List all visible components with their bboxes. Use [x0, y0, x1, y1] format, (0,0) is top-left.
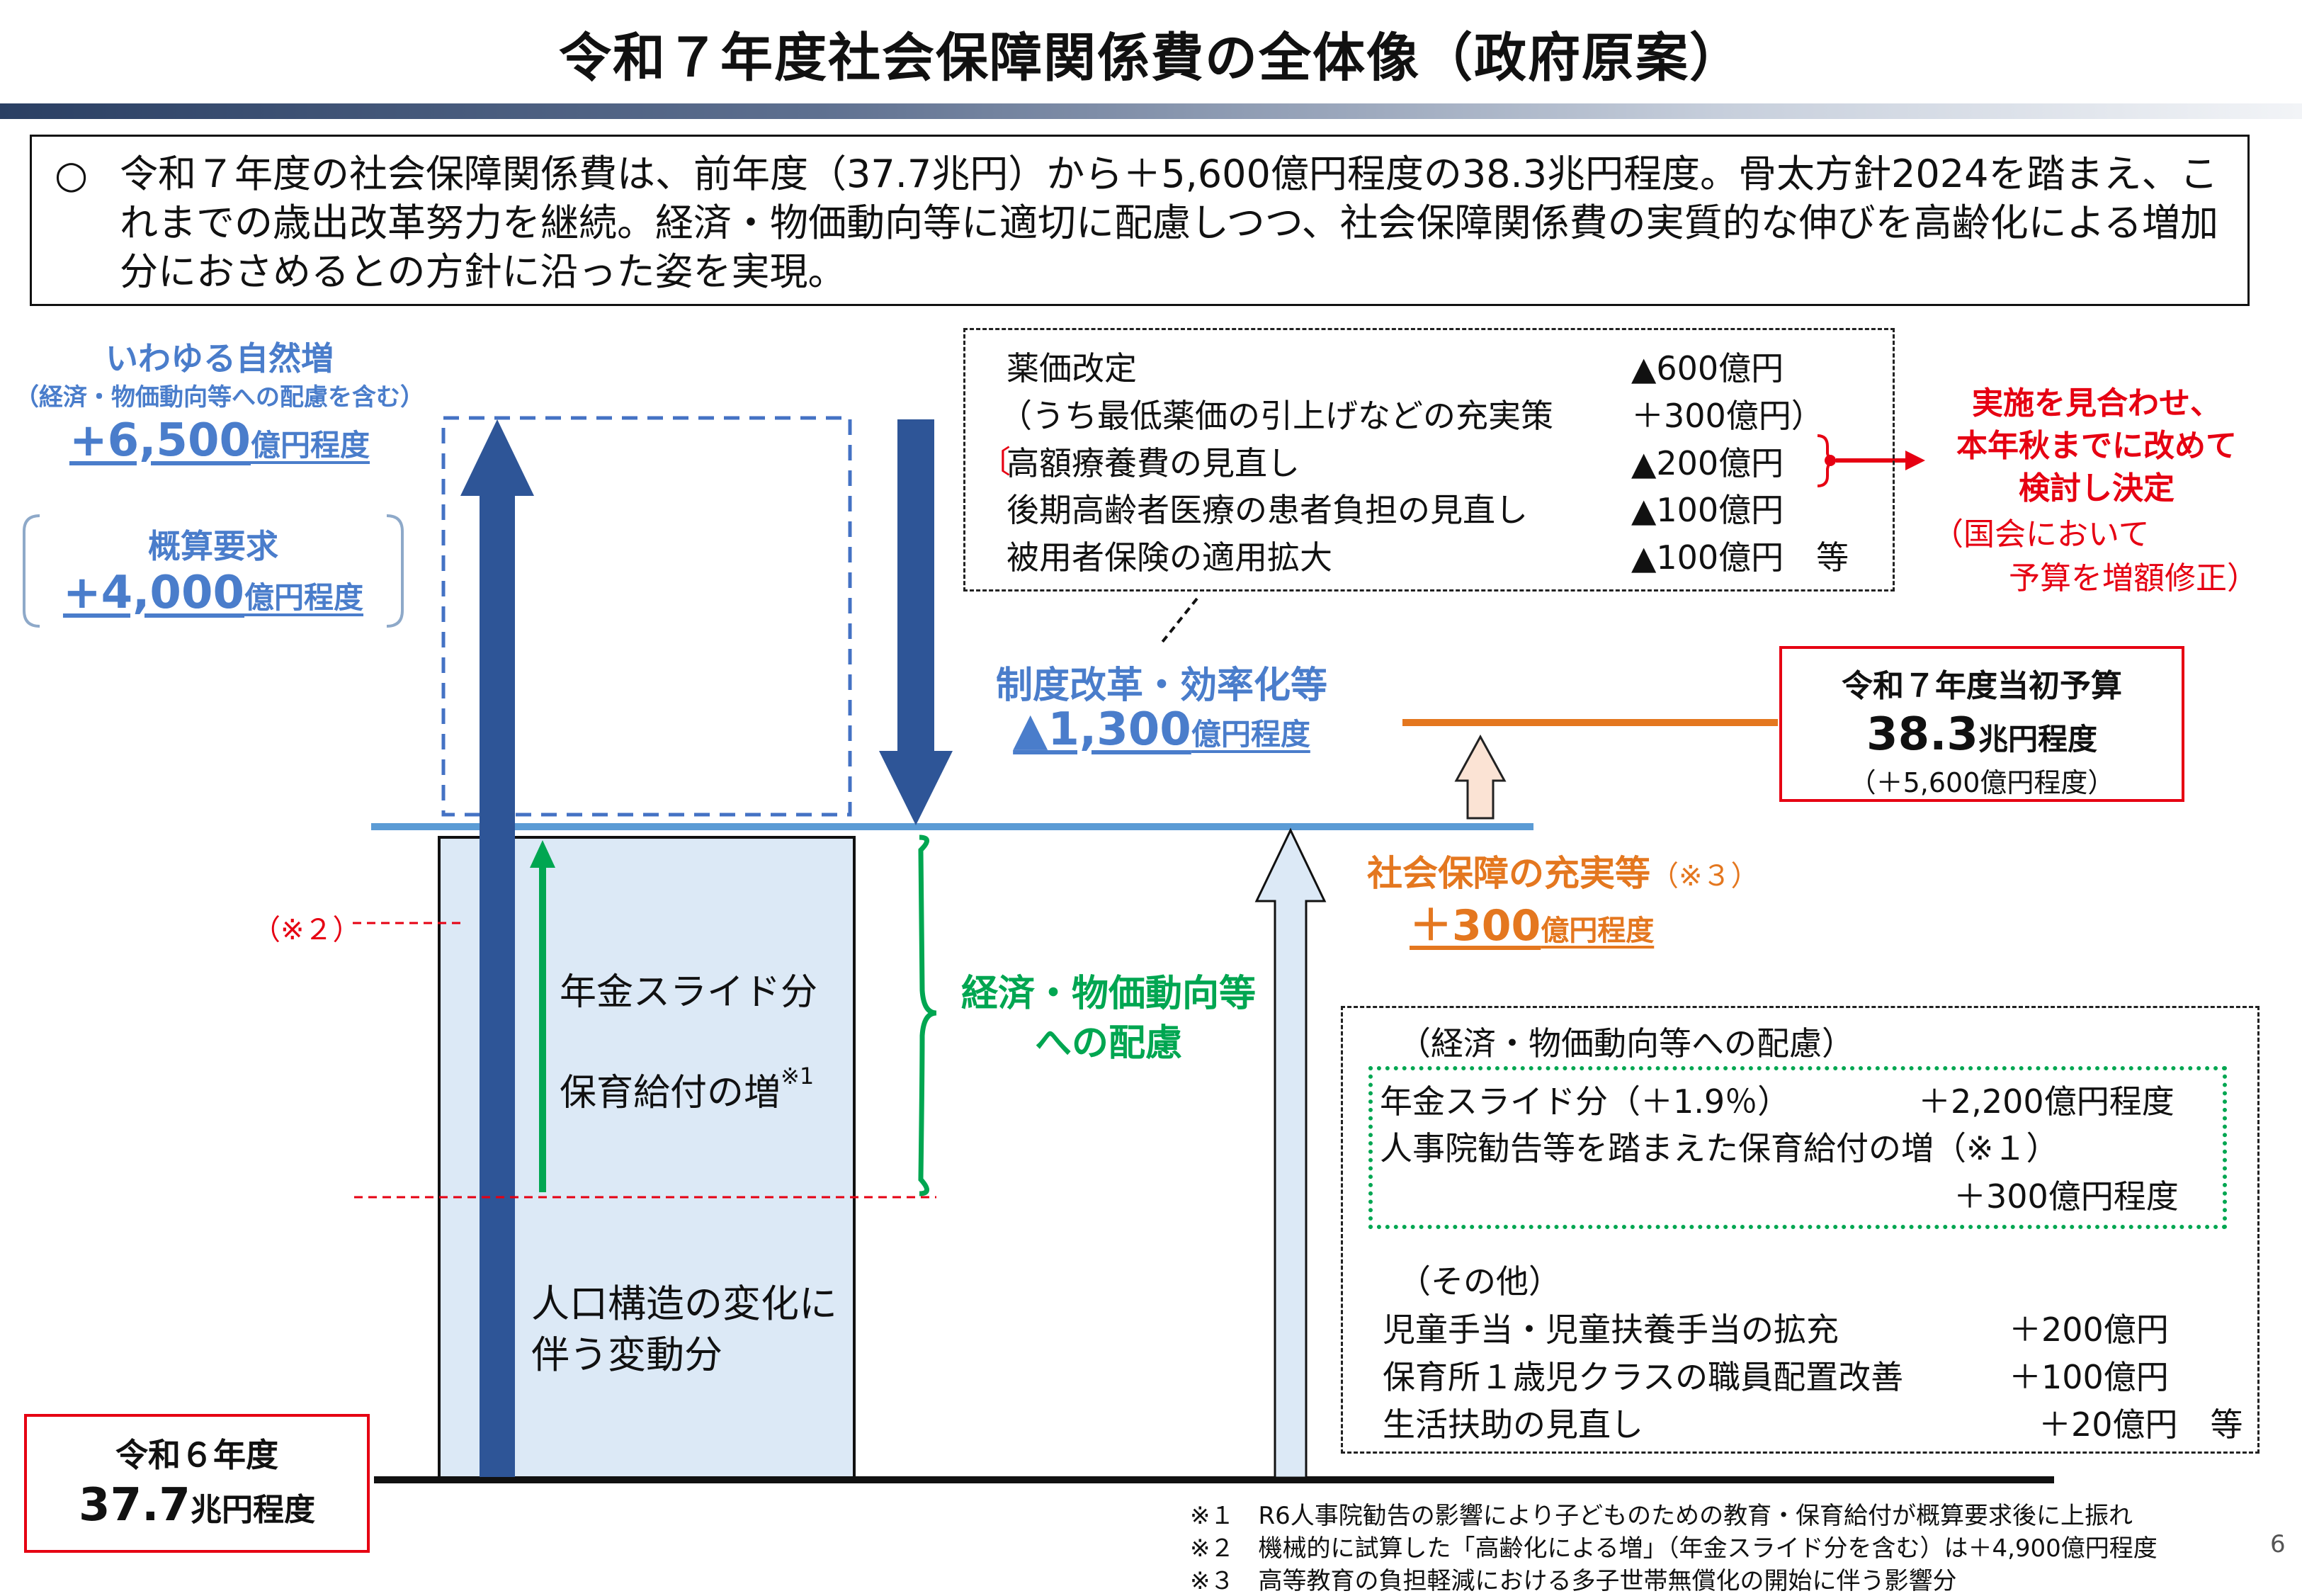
- note2-label: （※２）: [252, 914, 361, 946]
- other-item-value: ＋200億円: [2009, 1311, 2169, 1349]
- footnote: ※２ 機械的に試算した「高齢化による増」（年金スライド分を含む）は＋4,900億…: [1190, 1534, 2158, 1563]
- r7-budget-title: 令和７年度当初予算: [1842, 668, 2122, 704]
- pension-slide-label: 年金スライド分: [560, 971, 818, 1014]
- detail-header-economic: （経済・物価動向等への配慮）: [1398, 1024, 1854, 1063]
- red-arrow-head: [1905, 451, 1925, 470]
- budget-request-bracket-right: [386, 514, 404, 628]
- economic-brace: [918, 834, 937, 1196]
- natural-increase-arrow-shaft: [480, 489, 515, 1477]
- reform-box-pointer: [1159, 597, 1198, 646]
- other-item-label: 保育所１歳児クラスの職員配置改善: [1383, 1358, 1904, 1396]
- reform-amount-line: ▲1,300億円程度: [942, 703, 1381, 756]
- budget-request-amount: +4,000: [62, 567, 245, 619]
- red-bracket-left: 〔: [980, 444, 1011, 480]
- population-change-line: 伴う変動分: [531, 1332, 722, 1377]
- other-item-label: 児童手当・児童扶養手当の拡充: [1383, 1311, 1839, 1349]
- reform-row-value: ▲100億円 等: [1631, 538, 1849, 577]
- population-change-label: 人口構造の変化に 伴う変動分: [531, 1279, 837, 1381]
- reform-arrow-shaft: [897, 419, 934, 752]
- economic-consideration-line: 経済・物価動向等: [960, 973, 1256, 1015]
- reform-detail-box: 薬価改定 ▲600億円 （うち最低薬価の引上げなどの充実策 ＋300億円） 〔 …: [963, 328, 1895, 592]
- summary-box: ○ 令和７年度の社会保障関係費は、前年度（37.7兆円）から＋5,600億円程度…: [30, 135, 2250, 306]
- postponed-note-line: 本年秋までに改めて: [1956, 428, 2237, 464]
- reform-row-value: ＋300億円）: [1631, 397, 1824, 435]
- red-arrow-dot: [1825, 455, 1836, 466]
- reform-row-label: （うち最低薬価の引上げなどの充実策: [999, 397, 1553, 435]
- postponed-note-line: 検討し決定: [2019, 470, 2175, 506]
- natural-increase-amount: +6,500: [69, 414, 251, 467]
- postponed-note-sub1: （国会において: [1932, 516, 2150, 553]
- pension-slide-detail-label: 年金スライド分（＋1.9％）: [1380, 1082, 1791, 1121]
- natural-increase-arrow-head: [460, 419, 534, 496]
- budget-request-bracket-left: [23, 514, 40, 628]
- population-change-line: 人口構造の変化に: [531, 1281, 837, 1326]
- reform-arrow-head: [879, 751, 953, 825]
- page-title: 令和７年度社会保障関係費の全体像（政府原案）: [559, 28, 1743, 89]
- enhancement-title-line: 社会保障の充実等（※３）: [1367, 845, 1759, 896]
- childcare-increase-line: 保育給付の増※1: [560, 1063, 814, 1116]
- other-item-value: ＋20億円 等: [2039, 1405, 2243, 1444]
- reform-row-value: ▲200億円: [1631, 444, 1784, 482]
- r7-budget-box: 令和７年度当初予算 38.3兆円程度 （＋5,600億円程度）: [1779, 646, 2184, 802]
- pension-slide-detail-value: ＋2,200億円程度: [1918, 1082, 2175, 1121]
- reform-row-label: 被用者保険の適用拡大: [1007, 538, 1332, 577]
- economic-arrow-head: [530, 840, 555, 868]
- natural-increase-title: いわゆる自然増: [106, 339, 334, 378]
- reform-amount: ▲1,300: [1013, 703, 1191, 756]
- r7-budget-diff: （＋5,600億円程度）: [1849, 767, 2115, 798]
- r6-budget-unit: 兆円程度: [190, 1492, 315, 1528]
- natural-increase-amount-line: +6,500億円程度: [0, 414, 439, 467]
- footnote: ※１ R6人事院勧告の影響により子どものための教育・保育給付が概算要求後に上振れ: [1190, 1502, 2133, 1530]
- r7-budget-amount-line: 38.3兆円程度: [1782, 708, 2182, 761]
- r6-budget-box: 令和６年度 37.7兆円程度: [24, 1414, 370, 1553]
- other-item-label: 生活扶助の見直し: [1383, 1405, 1643, 1444]
- natural-increase-unit: 億円程度: [251, 428, 370, 463]
- reform-row-label: 薬価改定: [1007, 349, 1137, 387]
- economic-detail-box: （経済・物価動向等への配慮） 年金スライド分（＋1.9％） ＋2,200億円程度…: [1341, 1006, 2260, 1454]
- reform-unit: 億円程度: [1191, 717, 1310, 752]
- natural-increase-subtitle: （経済・物価動向等への配慮を含む）: [15, 383, 424, 412]
- postponed-note: 実施を見合わせ、 本年秋までに改めて 検討し決定: [1912, 383, 2281, 510]
- economic-consideration-line: への配慮: [1034, 1022, 1182, 1065]
- r6-budget-title: 令和６年度: [115, 1436, 278, 1474]
- r6-budget-amount-line: 37.7兆円程度: [27, 1479, 367, 1532]
- economic-items-box: 年金スライド分（＋1.9％） ＋2,200億円程度 人事院勧告等を踏まえた保育給…: [1368, 1066, 2227, 1229]
- postponed-note-sub2: 予算を増額修正）: [2009, 560, 2258, 596]
- childcare-increase-label: 保育給付の増: [560, 1072, 781, 1114]
- summary-text: 令和７年度の社会保障関係費は、前年度（37.7兆円）から＋5,600億円程度の3…: [120, 152, 2218, 294]
- reform-row-label: 後期高齢者医療の患者負担の見直し: [1007, 491, 1528, 529]
- bullet-circle-icon: ○: [55, 152, 89, 197]
- reform-row-value: ▲600億円: [1631, 349, 1784, 387]
- childcare-detail-label: 人事院勧告等を踏まえた保育給付の増（※１）: [1380, 1129, 2059, 1167]
- enhancement-amount: ＋300: [1410, 901, 1541, 951]
- postponed-note-line: 実施を見合わせ、: [1972, 385, 2221, 421]
- r7-budget-unit: 兆円程度: [1978, 722, 2097, 757]
- enhancement-note: （※３）: [1650, 860, 1759, 893]
- footnote: ※３ 高等教育の負担軽減における多子世帯無償化の開始に伴う影響分: [1190, 1567, 1957, 1595]
- enhancement-arrow: [1254, 827, 1327, 1479]
- page-number: 6: [2270, 1530, 2286, 1558]
- r6-budget-amount: 37.7: [79, 1479, 191, 1532]
- enhancement-amount-line: ＋300億円程度: [1410, 891, 1654, 953]
- budget-request-dashed-area: [441, 416, 852, 817]
- childcare-detail-value: ＋300億円程度: [1954, 1177, 2179, 1216]
- enhancement-small-arrow: [1454, 734, 1507, 820]
- title-underline-bar: [0, 103, 2302, 119]
- budget-request-amount-line: +4,000億円程度: [24, 567, 402, 619]
- other-item-value: ＋100億円: [2009, 1358, 2169, 1396]
- enhancement-title: 社会保障の充実等: [1367, 853, 1650, 894]
- r7-budget-amount: 38.3: [1866, 708, 1978, 761]
- reform-row-label: 高額療養費の見直し: [1007, 444, 1300, 482]
- detail-header-others: （その他）: [1398, 1262, 1561, 1301]
- economic-consideration-label: 経済・物価動向等 への配慮: [942, 969, 1275, 1068]
- reform-title: 制度改革・効率化等: [995, 664, 1327, 707]
- enhancement-unit: 億円程度: [1541, 915, 1655, 947]
- reform-row-value: ▲100億円: [1631, 491, 1784, 529]
- budget-request-unit: 億円程度: [244, 580, 364, 615]
- budget-request-title: 概算要求: [148, 527, 278, 565]
- childcare-footnote-mark: ※1: [781, 1063, 815, 1090]
